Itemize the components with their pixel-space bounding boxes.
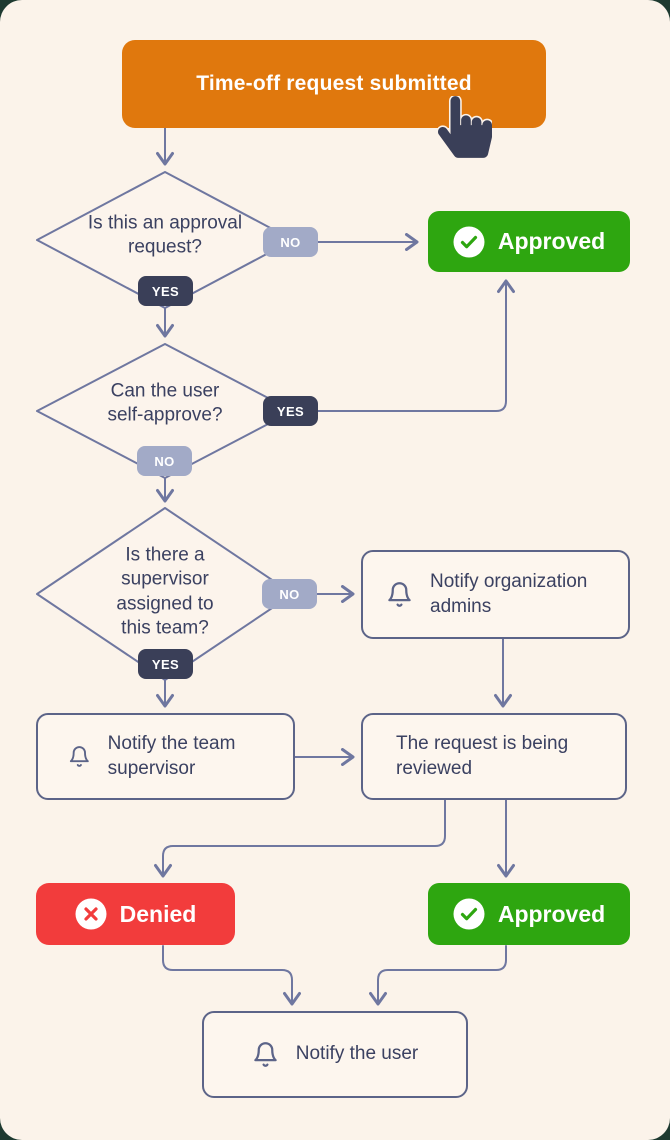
decision2-yes-badge: YES (263, 396, 318, 426)
decision2-no-badge: NO (137, 446, 192, 476)
start-node-label: Time-off request submitted (196, 72, 472, 95)
decision-diamond-self-approve[interactable] (36, 343, 294, 479)
request-reviewed-node[interactable]: The request is being reviewed (361, 713, 627, 800)
notify-user-node[interactable]: Notify the user (202, 1011, 468, 1098)
hand-pointer-cursor-icon (436, 94, 494, 160)
bell-icon (388, 582, 411, 607)
decision3-no-badge: NO (262, 579, 317, 609)
approved-node-top[interactable]: Approved (428, 211, 630, 272)
x-circle-icon (75, 898, 107, 930)
notify-supervisor-label: Notify the team supervisor (107, 733, 236, 779)
connector-reviewed-to-denied (154, 799, 446, 878)
decision3-yes-badge: YES (138, 649, 193, 679)
approved-node-bottom[interactable]: Approved (428, 883, 630, 945)
bell-icon (69, 746, 89, 767)
start-node-time-off-request[interactable]: Time-off request submitted (122, 40, 546, 128)
connector-yes2-to-approved (317, 279, 515, 412)
request-reviewed-label: The request is being reviewed (396, 733, 569, 779)
check-circle-icon (453, 226, 485, 257)
decision-diamond-approval[interactable] (36, 171, 294, 309)
connector-approved-to-notify-user (369, 945, 507, 1006)
decision-diamond-supervisor[interactable] (36, 507, 294, 681)
decision1-yes-badge: YES (138, 276, 193, 306)
decision2-question: Can the user self-approve? (107, 380, 223, 426)
connector-denied-to-notify-user (162, 945, 301, 1006)
notify-supervisor-node[interactable]: Notify the team supervisor (36, 713, 295, 800)
approved-bottom-label: Approved (497, 900, 606, 927)
decision1-question: Is this an approval request? (87, 212, 243, 258)
bell-icon (254, 1042, 277, 1067)
notify-admins-label: Notify organization admins (430, 571, 588, 617)
denied-node[interactable]: Denied (36, 883, 235, 945)
notify-admins-node[interactable]: Notify organization admins (361, 550, 630, 639)
approved-top-label: Approved (497, 228, 606, 254)
check-circle-icon (453, 898, 485, 930)
decision3-question: Is there a supervisor assigned to this t… (116, 544, 214, 639)
decision1-no-badge: NO (263, 227, 318, 257)
notify-user-label: Notify the user (295, 1043, 419, 1065)
denied-label: Denied (119, 900, 197, 927)
